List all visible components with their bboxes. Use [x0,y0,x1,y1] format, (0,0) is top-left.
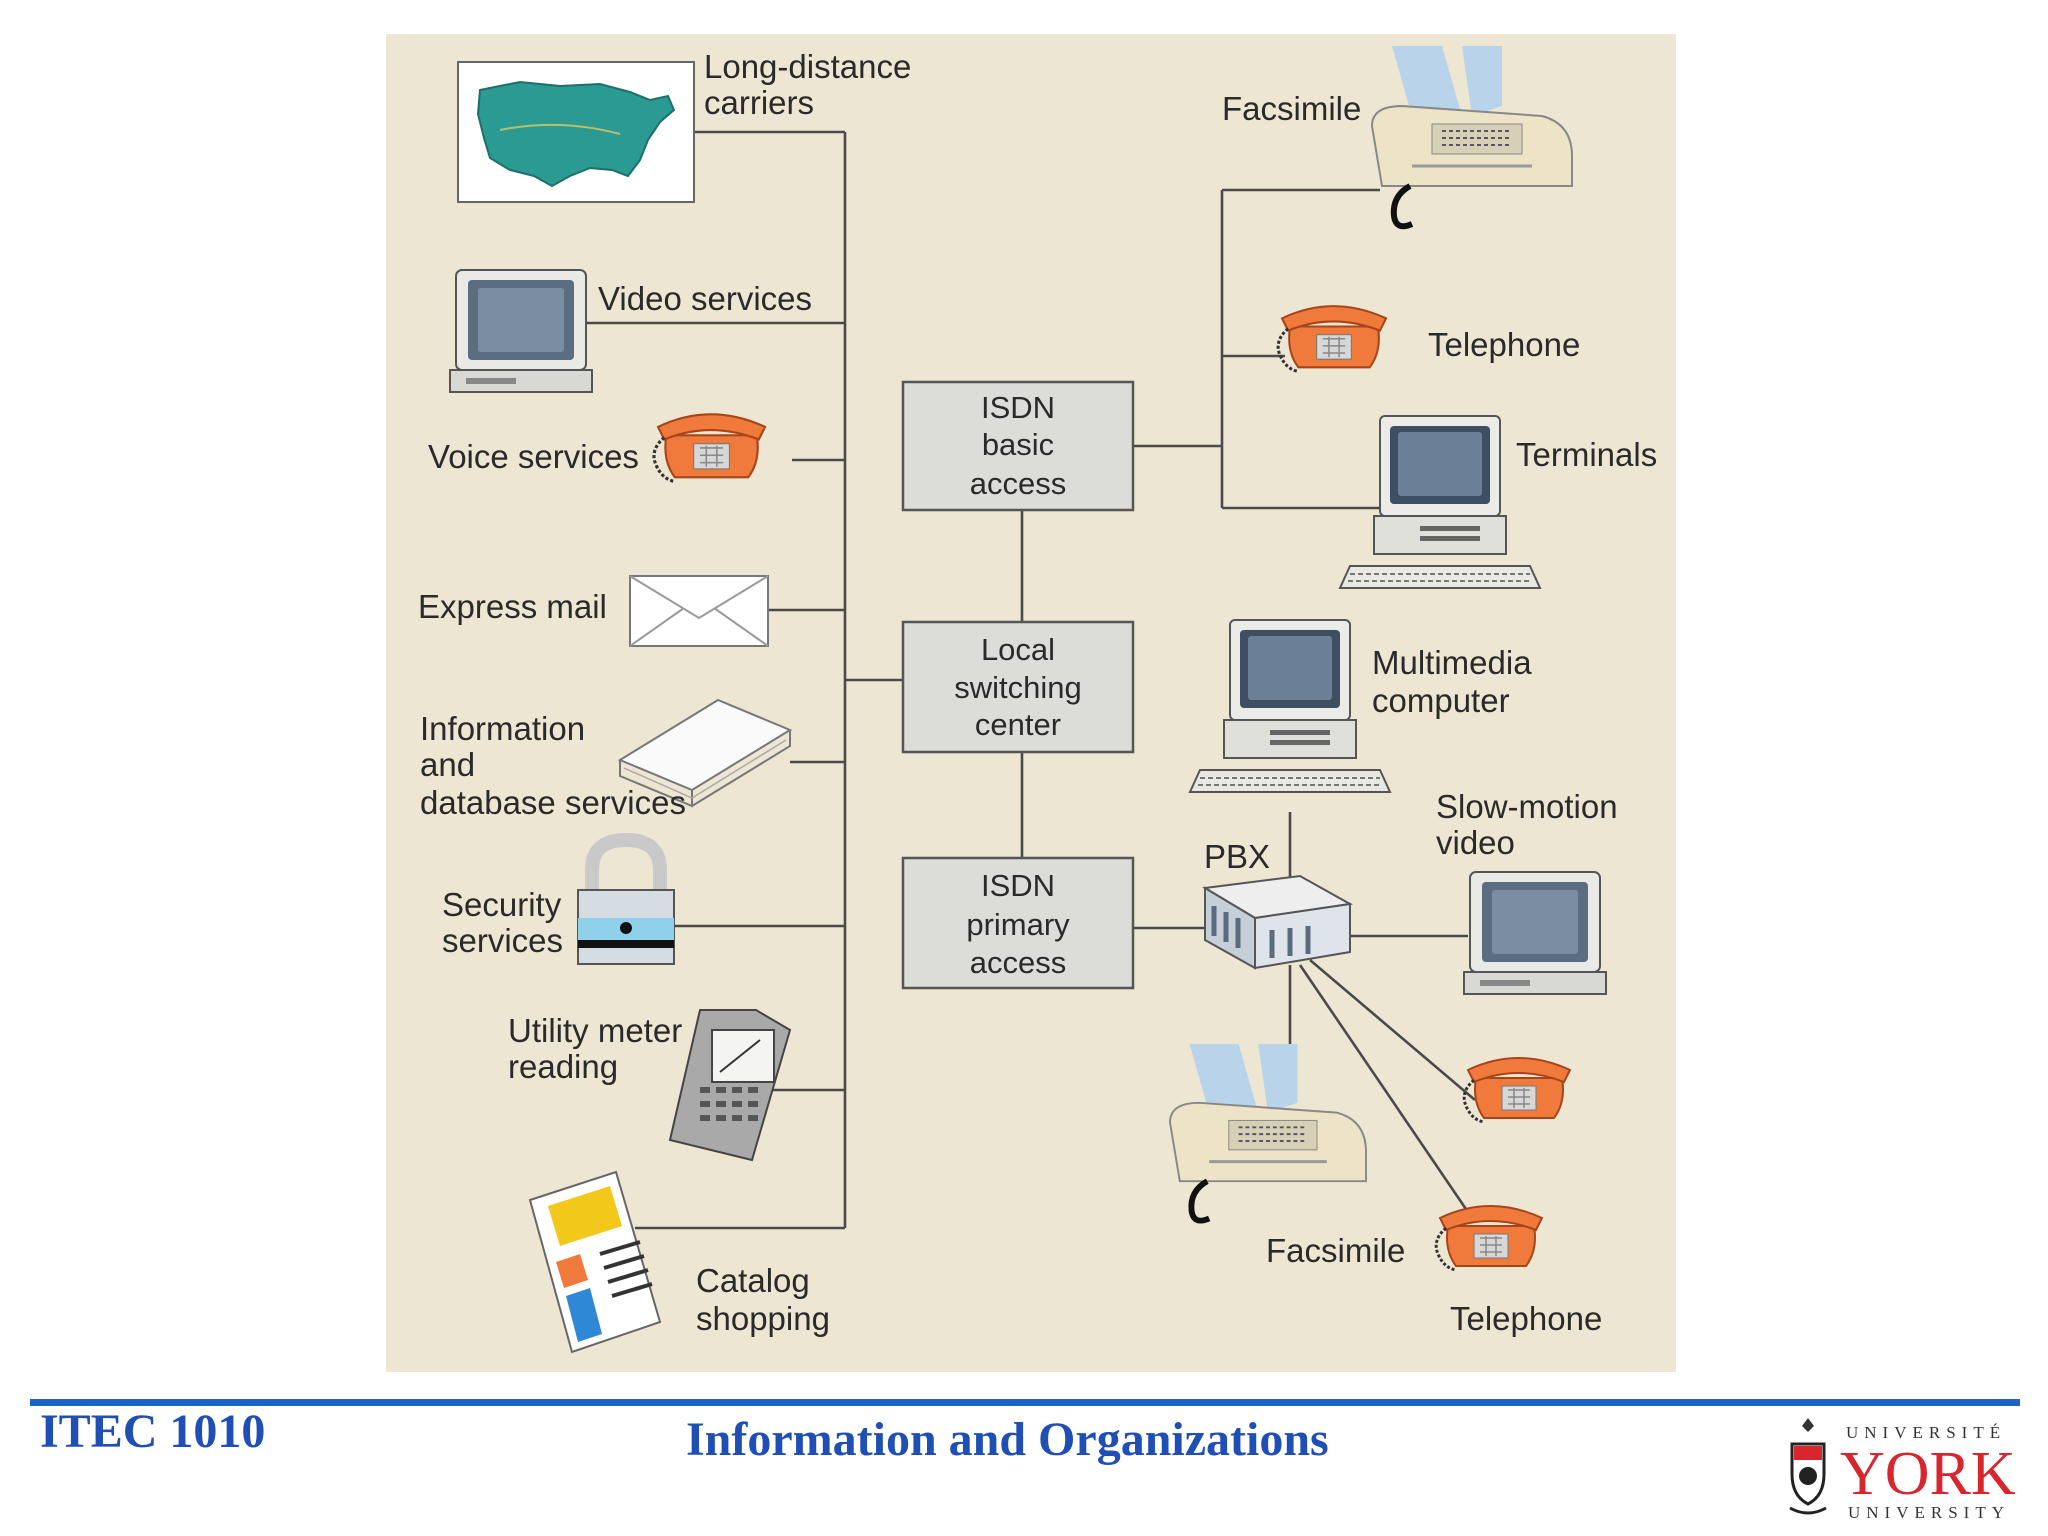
local-switching-line3: center [975,707,1061,742]
footer-divider [30,1399,2020,1406]
crest-icon [1789,1418,1827,1515]
telephone-icon [1276,304,1388,373]
isdn-primary-line1: ISDN [981,868,1055,903]
label-long-distance-line2: carriers [704,84,814,121]
label-facsimile-bottom: Facsimile [1266,1232,1405,1269]
label-catalog-line2: shopping [696,1300,830,1337]
logo-york: YORK [1840,1440,2016,1508]
course-code: ITEC 1010 [40,1405,266,1458]
label-express-mail: Express mail [418,588,607,625]
connector-lines [584,130,1476,1230]
label-multimedia-line1: Multimedia [1372,644,1532,681]
isdn-basic-line2: basic [982,427,1054,462]
pbx-icon [1202,874,1354,970]
catalog-icon [528,1170,662,1354]
logo-university: UNIVERSITY [1848,1503,2010,1522]
label-security-line2: services [442,922,563,959]
label-telephone-top: Telephone [1428,326,1580,363]
local-switching-center-box: Local switching center [901,620,1135,754]
isdn-basic-access-box: ISDN basic access [901,380,1135,512]
label-facsimile-top: Facsimile [1222,90,1361,127]
monitor-icon [449,269,593,393]
label-slow-motion-line1: Slow-motion [1436,788,1618,825]
logo-universite: UNIVERSITÉ [1846,1423,2006,1442]
meter-icon [668,1009,792,1162]
local-switching-line1: Local [981,632,1055,667]
course-title: Information and Organizations [686,1413,1329,1466]
isdn-basic-line1: ISDN [981,390,1055,425]
label-video-services: Video services [598,280,812,317]
label-multimedia-line2: computer [1372,682,1510,719]
isdn-primary-line3: access [970,945,1066,980]
label-pbx: PBX [1204,838,1270,875]
label-information-line2: and [420,746,475,783]
label-slow-motion-line2: video [1436,824,1515,861]
label-long-distance-line1: Long-distance [704,48,911,85]
label-security-line1: Security [442,886,562,923]
label-information-line1: Information [420,710,585,747]
label-utility-line1: Utility meter [508,1012,682,1049]
us-map-icon [457,61,695,203]
isdn-primary-line2: primary [966,907,1070,942]
label-utility-line2: reading [508,1048,618,1085]
padlock-icon [577,832,675,965]
york-university-logo: UNIVERSITÉ YORK UNIVERSITY [1789,1418,2016,1522]
isdn-primary-access-box: ISDN primary access [901,856,1135,990]
local-switching-line2: switching [954,670,1082,705]
telephone-icon [1462,1056,1572,1124]
envelope-icon [629,575,769,647]
label-telephone-bottom: Telephone [1450,1300,1602,1337]
isdn-diagram: ISDN basic access Local switching center… [386,34,1676,1372]
label-catalog-line1: Catalog [696,1262,810,1299]
telephone-icon [652,412,767,484]
label-information-line3: database services [420,784,686,821]
isdn-basic-line3: access [970,466,1066,501]
paper-stack-icon [617,698,793,808]
telephone-icon [1434,1204,1544,1272]
monitor-icon [1463,871,1607,995]
label-terminals: Terminals [1516,436,1657,473]
label-voice-services: Voice services [428,438,639,475]
